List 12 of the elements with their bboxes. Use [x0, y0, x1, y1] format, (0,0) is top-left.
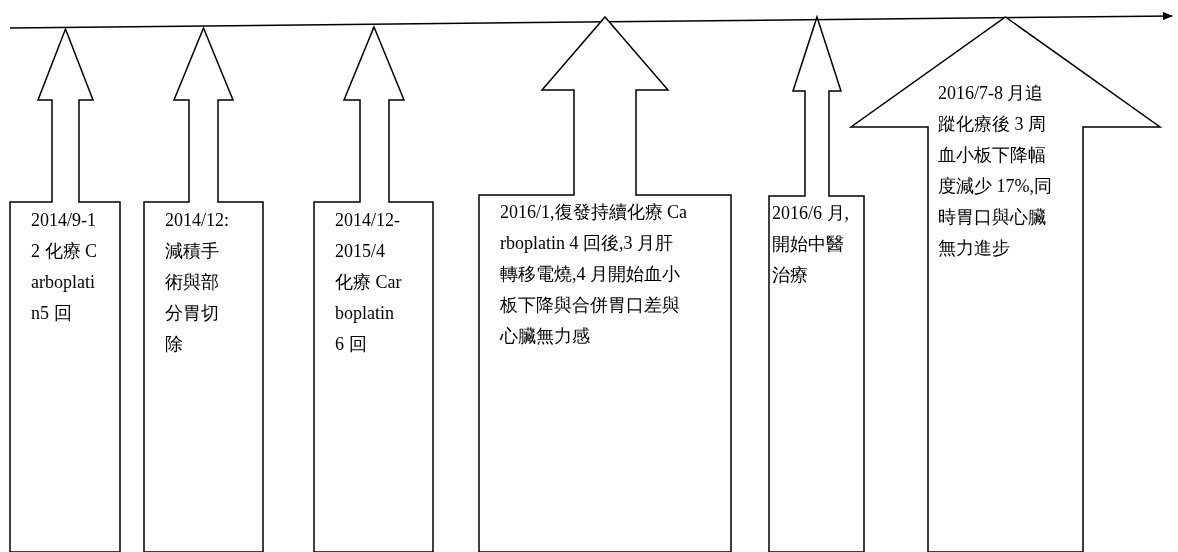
block-arrow-shape — [769, 17, 864, 552]
event-text: 2014/9-12 化療 Carboplatin5 回 — [31, 209, 97, 325]
block-arrow-shape — [851, 17, 1160, 552]
block-arrow-shape — [144, 28, 263, 552]
event-text: 2016/7-8 月追蹤化療後 3 周血小板下降幅度減少 17%,同時胃口與心臟無力進步 — [938, 82, 1053, 260]
event-text: 2014/12-2015/4 化療 Carboplatin 6 回 — [335, 209, 403, 356]
event-text: 2016/1,復發持續化療 Carboplatin 4 回後,3 月肝轉移電燒,4 月開始血小板下降與合併胃口差與心臟無力感 — [500, 201, 688, 348]
block-arrow-shape — [479, 17, 731, 552]
event-text: 2016/6 月,開始中醫治療 — [772, 202, 850, 287]
event-text: 2014/12:減積手術與部分胃切除 — [165, 209, 230, 356]
block-arrow-shape — [314, 27, 433, 552]
block-arrow-shape — [10, 29, 120, 552]
